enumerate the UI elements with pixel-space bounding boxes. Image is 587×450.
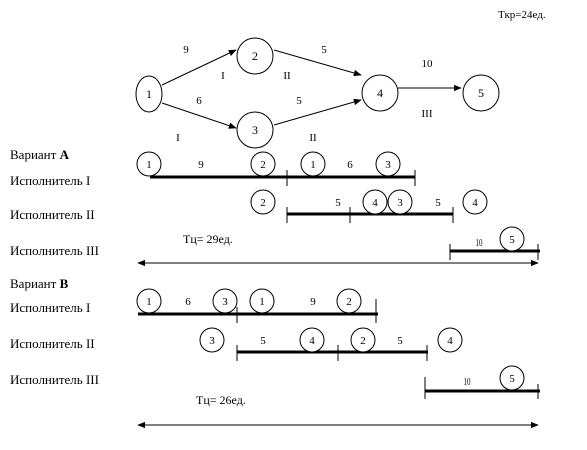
network-node-3 [236, 111, 274, 149]
variant-b-row-1-label: Исполнитель I [10, 300, 90, 315]
variant-b-row-3-label: Исполнитель III [10, 372, 99, 387]
network-node-3-label: 3 [252, 123, 258, 137]
edge-1-2-duration: 9 [183, 44, 189, 56]
variant-a-row-1-node [136, 151, 162, 177]
variant-b-row-3-duration: 10 [464, 376, 471, 388]
variant-b-row-1-node-label: 2 [346, 296, 352, 308]
edge-3-4-duration: 5 [296, 95, 302, 107]
variant-a-row-2-duration: 5 [335, 197, 341, 209]
edge-2-4-performer: II [283, 70, 291, 82]
variant-b-row-2-node [299, 327, 325, 353]
variant-a-row-3-duration: 10 [476, 237, 483, 249]
edge-2-4 [273, 49, 362, 77]
variant-b-row-2-duration: 5 [397, 335, 403, 347]
network-node-1-label: 1 [146, 87, 152, 101]
variant-a-row-1-node-label: 1 [310, 159, 316, 171]
variant-a: Вариант А Исполнитель I Исполнитель II И… [10, 147, 540, 267]
edge-1-2 [161, 49, 237, 86]
variant-a-row-1-duration: 6 [347, 159, 353, 171]
variant-b: Вариант В Исполнитель I Исполнитель II И… [10, 276, 540, 429]
network-node-4 [361, 74, 399, 112]
variant-b-row-2-node [350, 327, 376, 353]
variant-b-cycle-time: Тц= 26ед. [196, 393, 246, 407]
variant-a-row-1-node [250, 151, 276, 177]
variant-a-row-2-node [462, 189, 488, 215]
variant-b-row-1-node-label: 3 [222, 296, 228, 308]
variant-b-row-2-duration: 5 [260, 335, 266, 347]
variant-a-row-2-label: Исполнитель II [10, 207, 95, 222]
variant-a-row-1-duration: 9 [198, 159, 204, 171]
edge-3-4 [273, 98, 362, 126]
edge-4-5-duration: 10 [422, 58, 434, 70]
variant-a-cycle-time: Тц= 29ед. [183, 232, 233, 246]
variant-b-row-1-node-label: 1 [259, 296, 265, 308]
variant-b-row-1-duration: 6 [185, 296, 191, 308]
variant-b-row-3-node [499, 365, 525, 391]
variant-b-row-1-node [336, 288, 362, 314]
network-node-1 [135, 75, 163, 113]
edge-1-3-performer: I [176, 132, 180, 144]
variant-b-row-2-node-label: 2 [360, 335, 366, 347]
variant-b-row-2-node [199, 327, 225, 353]
variant-a-row-2-node [250, 189, 276, 215]
variant-b-row-2-node-label: 3 [209, 335, 215, 347]
variant-a-row-1-node [300, 151, 326, 177]
variant-b-row-2-label: Исполнитель II [10, 336, 95, 351]
variant-a-row-1-label: Исполнитель I [10, 173, 90, 188]
variant-a-row-1-node-label: 1 [146, 159, 152, 171]
variant-b-row-1-node [212, 288, 238, 314]
variant-b-row-2-node [437, 327, 463, 353]
edge-1-3-duration: 6 [196, 95, 202, 107]
variant-b-title: Вариант В [10, 276, 69, 291]
variant-a-row-2-node-label: 3 [397, 197, 403, 209]
edge-2-4-duration: 5 [321, 44, 327, 56]
network-node-4-label: 4 [377, 86, 383, 100]
variant-b-row-1-node-label: 1 [146, 296, 152, 308]
variant-a-row-3-label: Исполнитель III [10, 243, 99, 258]
variant-b-row-2-node-label: 4 [447, 335, 453, 347]
edge-1-2-performer: I [221, 70, 225, 82]
variant-a-row-1-node-label: 2 [260, 159, 266, 171]
variant-a-row-2-node-label: 4 [372, 197, 378, 209]
network-node-2 [236, 37, 274, 75]
variant-a-row-1-node-label: 3 [385, 159, 391, 171]
variant-b-row-1-node [249, 288, 275, 314]
variant-b-row-1-duration: 9 [310, 296, 316, 308]
variant-a-row-3-node [499, 226, 525, 252]
variant-a-row-2-node-label: 4 [472, 197, 478, 209]
variant-a-row-1-node [375, 151, 401, 177]
network-node-5 [462, 74, 500, 112]
variant-a-row-2-duration: 5 [435, 197, 441, 209]
variant-a-row-2-node-label: 2 [260, 197, 266, 209]
variant-a-row-2-node [387, 189, 413, 215]
variant-b-row-1-node [136, 288, 162, 314]
network-node-5-label: 5 [478, 86, 484, 100]
network-graph: 1 2 3 4 5 9 6 5 5 10 I I II II III [135, 37, 500, 149]
variant-b-row-2-node-label: 4 [309, 335, 315, 347]
edge-1-3 [161, 102, 237, 129]
edge-3-4-performer: II [309, 132, 317, 144]
variant-a-title: Вариант А [10, 147, 70, 162]
variant-b-row-3-node-label: 5 [509, 373, 515, 385]
critical-time-label: Ткр=24ед. [498, 9, 546, 21]
network-node-2-label: 2 [252, 49, 258, 63]
variant-a-row-3-node-label: 5 [509, 234, 515, 246]
edge-4-5-performer: III [422, 108, 433, 120]
variant-a-row-2-node [362, 189, 388, 215]
